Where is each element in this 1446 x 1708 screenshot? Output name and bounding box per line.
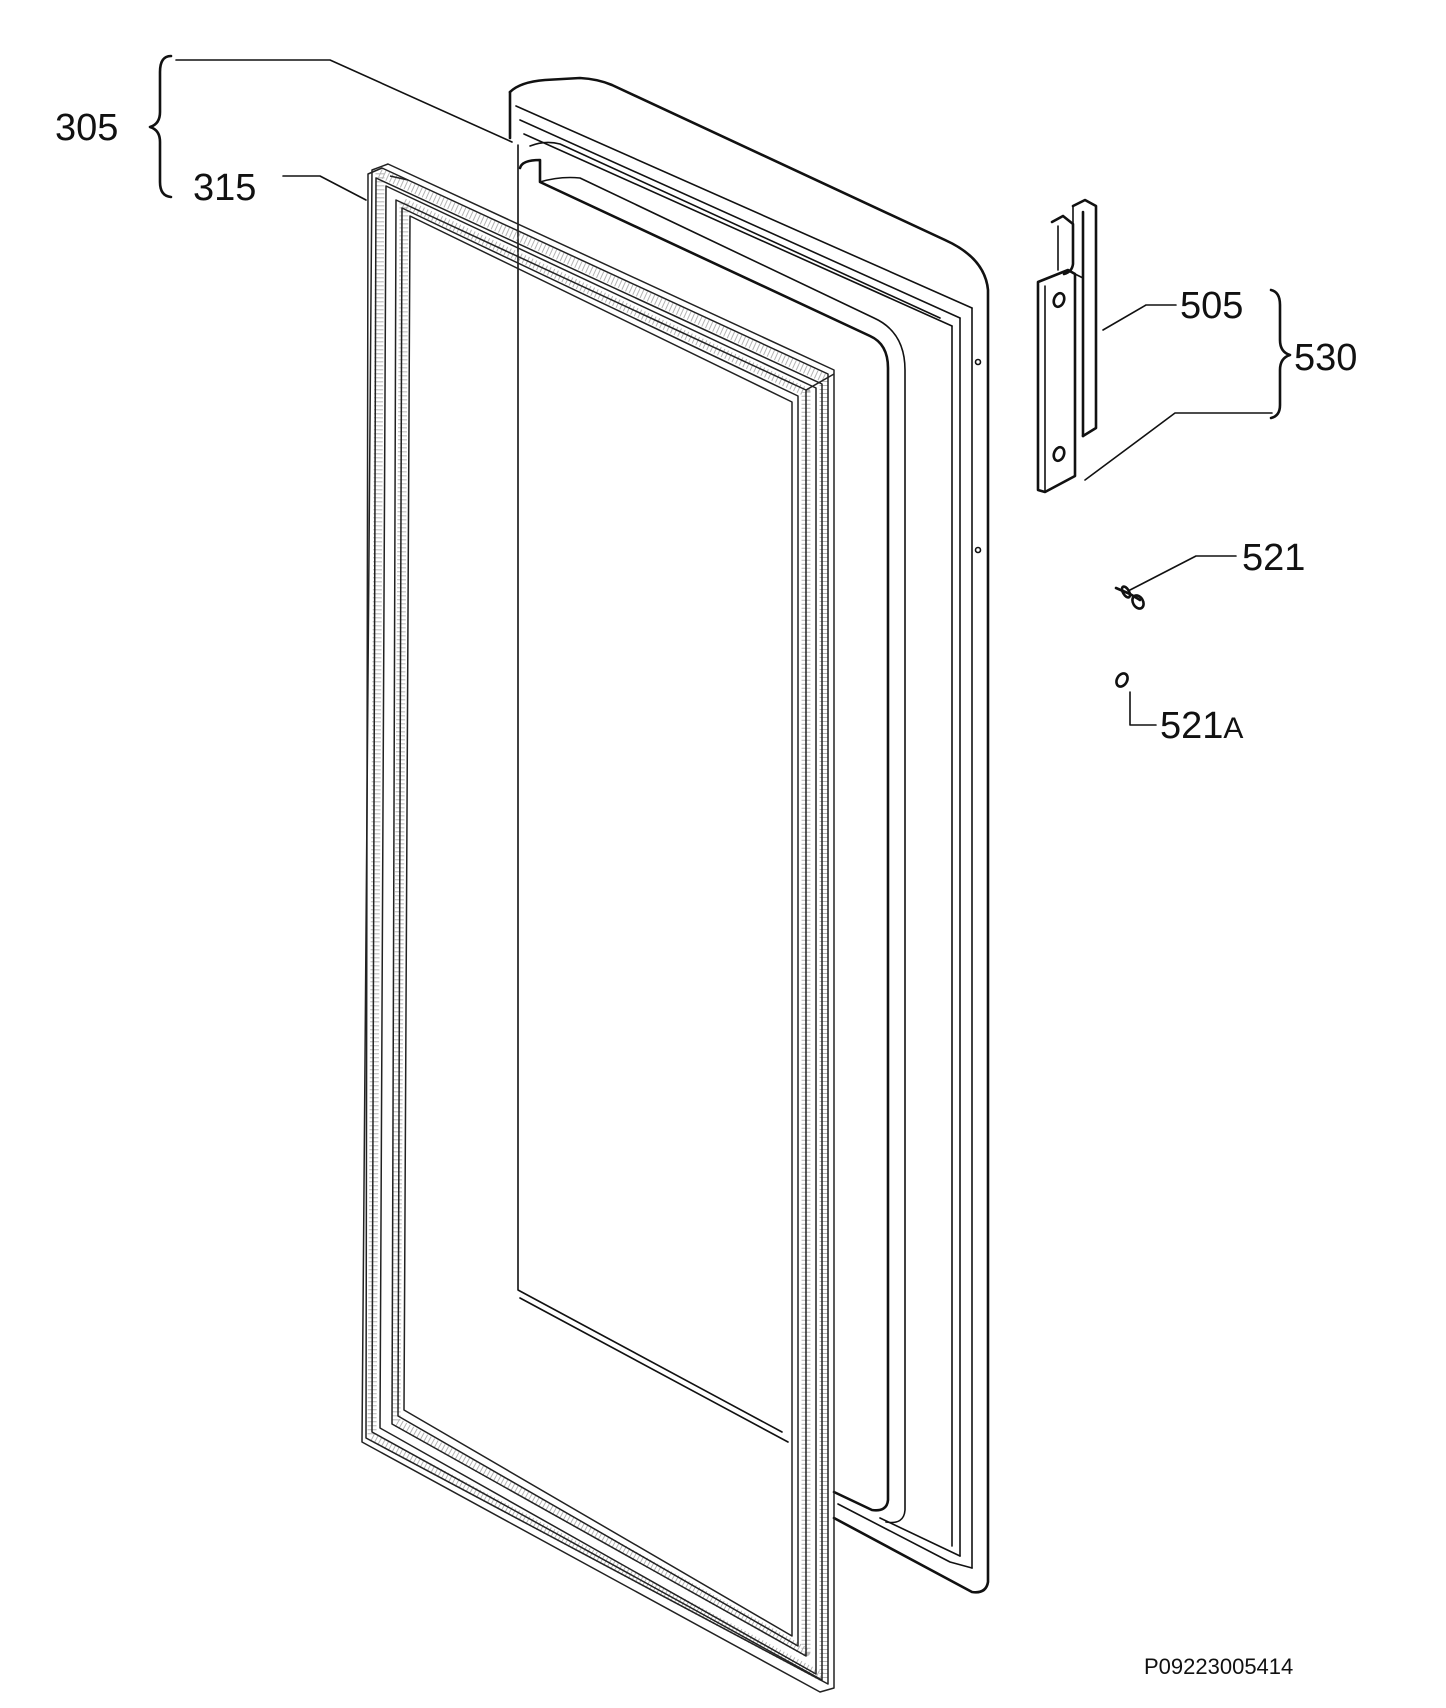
- label-530: 530: [1294, 337, 1357, 379]
- label-505: 505: [1180, 285, 1243, 327]
- label-521a-number: 521: [1160, 705, 1223, 747]
- label-521a: 521A: [1160, 705, 1243, 747]
- label-521: 521: [1242, 537, 1305, 579]
- hinge-bracket: [1036, 198, 1098, 494]
- label-305: 305: [55, 107, 118, 149]
- label-521a-suffix: A: [1223, 712, 1243, 745]
- door-gasket: [361, 163, 835, 1693]
- leader-lines: [148, 54, 1292, 726]
- reference-code: P09223005414: [1144, 1654, 1293, 1679]
- washer: [1115, 672, 1129, 688]
- label-315: 315: [193, 167, 256, 209]
- screw: [1114, 585, 1145, 610]
- door-panel: [508, 76, 990, 1594]
